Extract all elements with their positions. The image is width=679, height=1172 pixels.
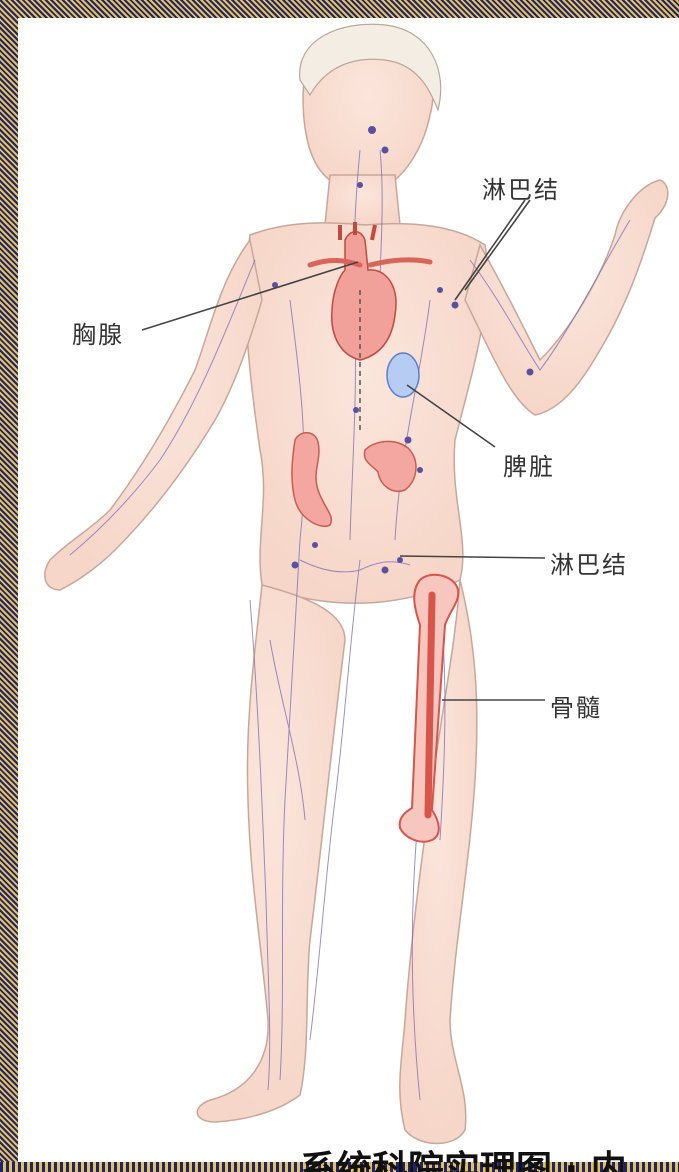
label-lymph-node-upper: 淋巴结	[482, 170, 560, 205]
label-bone-marrow: 骨髓	[550, 688, 602, 723]
label-thymus: 胸腺	[72, 315, 124, 350]
label-spleen: 脾脏	[503, 447, 555, 482]
label-lymph-node-lower: 淋巴结	[550, 545, 628, 580]
bottom-caption-cropped: 系统科院实理图 · 内	[300, 1150, 679, 1172]
